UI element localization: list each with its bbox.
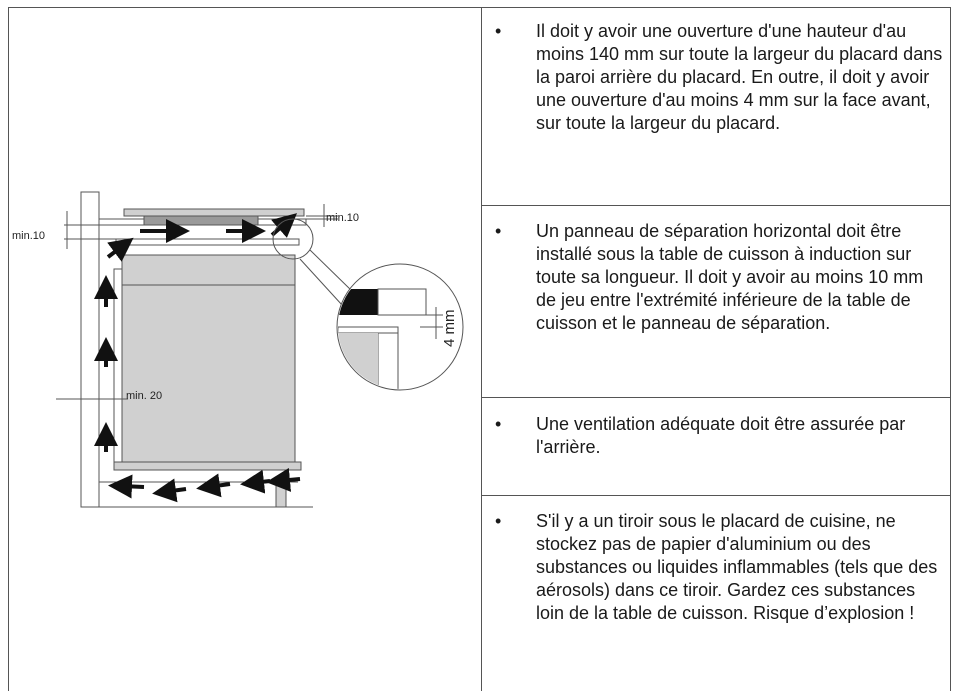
row-divider-2	[481, 397, 951, 398]
label-min10-right: min.10	[326, 212, 359, 224]
installation-diagram-cell: min.10 min.10 min. 20	[8, 7, 481, 691]
bullet-text: Une ventilation adéquate doit être assur…	[536, 414, 906, 457]
right-post	[275, 481, 287, 508]
hob-glass	[123, 208, 305, 217]
table-top-border	[8, 7, 951, 8]
detail-callout-small	[272, 218, 314, 260]
cabinet-front-panel	[113, 268, 123, 468]
detail-magnified: 4 mm	[336, 263, 464, 391]
bullet-marker: •	[495, 511, 502, 531]
bullet-text: Un panneau de séparation horizontal doit…	[536, 221, 924, 333]
bullet-marker: •	[495, 21, 502, 41]
row-divider-3	[481, 495, 951, 496]
row-divider-1	[481, 205, 951, 206]
hob-body	[143, 215, 259, 226]
table-middle-border	[481, 7, 482, 691]
label-4mm: 4 mm	[441, 310, 458, 348]
table-left-border	[8, 7, 9, 691]
cabinet-oven	[121, 254, 296, 463]
separation-panel	[115, 238, 300, 246]
cabinet-bottom	[113, 461, 302, 471]
table-right-border	[950, 7, 951, 691]
label-min10-left: min.10	[12, 230, 45, 242]
bullet-marker: •	[495, 221, 502, 241]
label-min20: min. 20	[126, 390, 162, 402]
bullet-text: S'il y a un tiroir sous le placard de cu…	[536, 511, 938, 623]
airflow-arrows	[94, 213, 301, 503]
installation-diagram: min.10 min.10 min. 20	[12, 191, 464, 508]
bullet-text: Il doit y avoir une ouverture d'une haut…	[536, 21, 943, 133]
bullet-marker: •	[495, 414, 502, 434]
